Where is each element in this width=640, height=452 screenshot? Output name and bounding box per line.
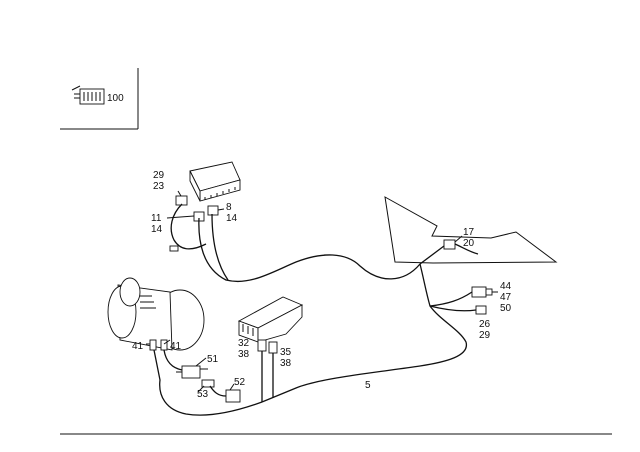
callout-53: 53 — [197, 389, 209, 400]
sensor-53 — [201, 379, 215, 388]
callout-51: 51 — [207, 354, 219, 365]
relay-8-14 — [207, 205, 219, 216]
plug-connector-left — [169, 245, 179, 252]
sensor-44-47-50 — [471, 286, 493, 298]
callout-47: 47 — [500, 292, 512, 303]
callout-29: 29 — [153, 170, 165, 181]
callout-32: 32 — [238, 338, 250, 349]
callout-52: 52 — [234, 377, 246, 388]
main-harness — [153, 203, 479, 416]
inset-connector-part — [71, 85, 105, 105]
control-unit — [189, 161, 241, 202]
callout-100: 100 — [107, 93, 124, 104]
callout-14a: 14 — [226, 213, 238, 224]
leader-lines — [146, 190, 498, 393]
sensor-41b — [160, 339, 168, 351]
sensor-41a — [149, 339, 157, 351]
callout-8: 8 — [226, 202, 232, 213]
panel-plate — [384, 196, 558, 264]
callout-38b: 38 — [280, 358, 292, 369]
callout-26: 26 — [479, 319, 491, 330]
connector-52 — [225, 389, 241, 403]
callout-41a: 41 — [132, 341, 144, 352]
connector-32-38 — [257, 339, 267, 352]
callout-14b: 14 — [151, 224, 163, 235]
callout-11: 11 — [151, 213, 162, 224]
valve-51 — [176, 365, 208, 379]
connector-17-20 — [443, 239, 456, 250]
callout-17: 17 — [463, 227, 475, 238]
fuse-box — [237, 296, 304, 343]
connector-26-29 — [475, 305, 487, 315]
motor-assembly — [107, 277, 205, 351]
callout-41b: 41 — [170, 341, 182, 352]
callout-20: 20 — [463, 238, 475, 249]
callout-50: 50 — [500, 303, 512, 314]
callout-44: 44 — [500, 281, 512, 292]
callout-23: 23 — [153, 181, 165, 192]
callout-29b: 29 — [479, 330, 491, 341]
connector-35-38 — [268, 341, 278, 354]
callout-38a: 38 — [238, 349, 250, 360]
inset-frame — [60, 68, 139, 130]
callout-5: 5 — [365, 380, 371, 391]
callout-35: 35 — [280, 347, 292, 358]
